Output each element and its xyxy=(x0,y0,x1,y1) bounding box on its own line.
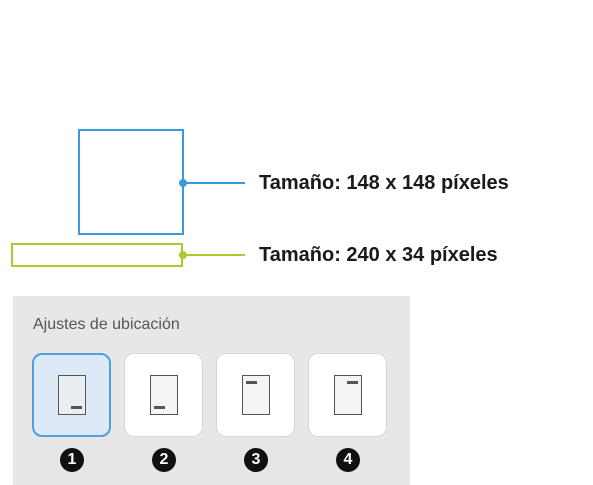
position-marker xyxy=(153,406,165,409)
square-callout-line xyxy=(183,182,245,184)
page-top-left-icon xyxy=(241,375,270,415)
option-number-4: 4 xyxy=(336,448,360,472)
bar-callout-line xyxy=(183,254,245,256)
location-option-bottom-left[interactable] xyxy=(124,353,203,437)
position-marker xyxy=(70,406,82,409)
location-settings-panel: Ajustes de ubicación 1 2 3 4 xyxy=(13,296,410,485)
option-number-2: 2 xyxy=(152,448,176,472)
page-bottom-left-icon xyxy=(149,375,178,415)
option-number-1: 1 xyxy=(60,448,84,472)
position-marker xyxy=(346,381,358,384)
square-size-outline xyxy=(78,129,184,235)
panel-title: Ajustes de ubicación xyxy=(33,316,180,333)
page-top-right-icon xyxy=(333,375,362,415)
option-number-3: 3 xyxy=(244,448,268,472)
bar-size-label: Tamaño: 240 x 34 píxeles xyxy=(259,244,498,266)
bar-size-outline xyxy=(11,243,183,267)
page-bottom-right-icon xyxy=(57,375,86,415)
location-option-top-left[interactable] xyxy=(216,353,295,437)
location-option-bottom-right[interactable] xyxy=(32,353,111,437)
square-size-label: Tamaño: 148 x 148 píxeles xyxy=(259,172,509,194)
location-option-top-right[interactable] xyxy=(308,353,387,437)
position-marker xyxy=(245,381,257,384)
